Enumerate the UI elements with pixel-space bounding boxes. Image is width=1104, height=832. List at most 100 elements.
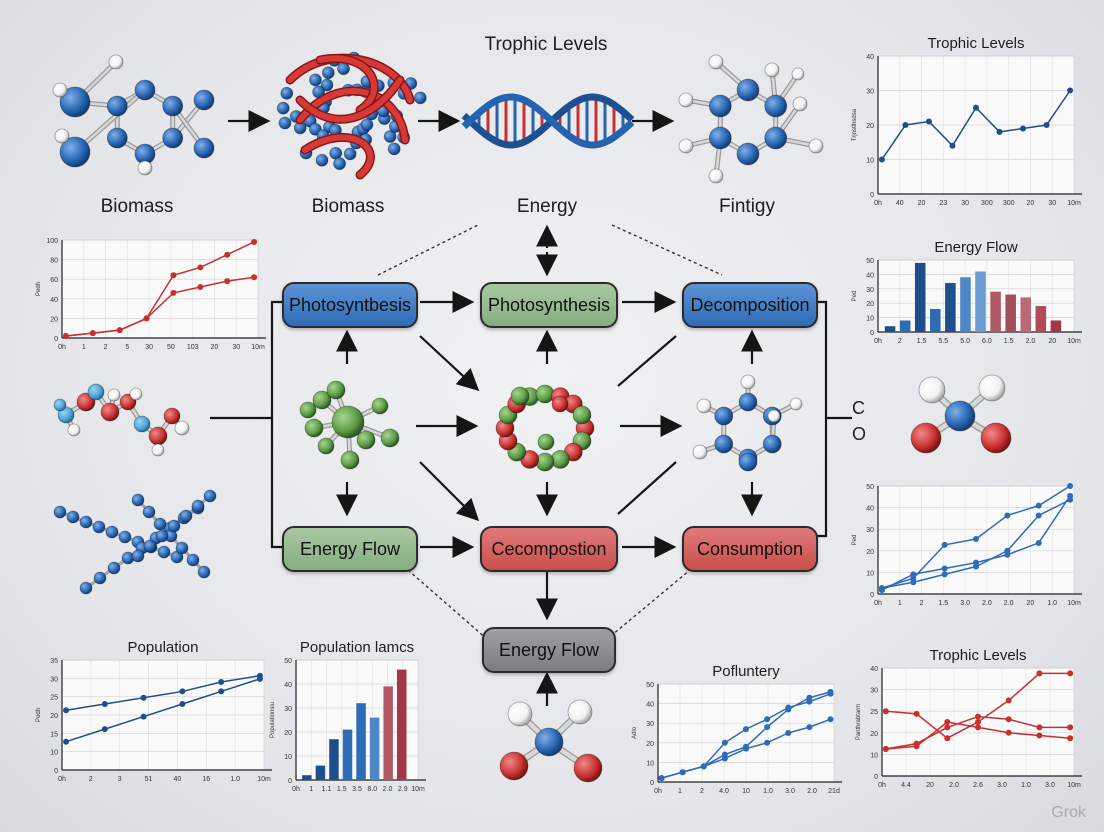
data-point [143,315,150,322]
bracket-left [270,300,284,549]
x-tick-label: 103 [187,344,199,351]
data-point [658,775,665,782]
bar [945,283,956,332]
x-tick-label: 20 [918,200,926,207]
chart-title: Energy Flow [934,239,1018,256]
y-tick-label: 30 [284,706,292,713]
data-point [1067,496,1074,503]
dotted-link-4 [605,569,691,641]
y-tick-label: 40 [866,54,874,61]
y-tick-label: 20 [866,123,874,130]
y-tick-label: 10 [870,752,878,759]
x-tick-label: 0h [292,786,300,793]
bar [302,775,312,780]
data-point [1004,547,1011,554]
x-tick-label: 21d [828,788,840,795]
x-tick-label: 5.5 [938,338,948,345]
x-tick-label: 0h [874,600,882,607]
bar [383,686,393,780]
series-line [65,674,261,712]
x-tick-label: 6.0 [982,338,992,345]
x-tick-label: 1.0 [1021,782,1031,789]
data-point [1067,670,1074,677]
data-point [116,327,123,334]
data-point [882,708,889,715]
node-energy-flow-gray[interactable]: Energy Flow [482,627,616,673]
x-tick-label: 3.0 [1045,782,1055,789]
chart-title: Population lamcs [300,639,414,656]
bar [1050,320,1062,332]
y-tick-label: 50 [646,682,654,689]
molecule-hexagon-right [692,374,803,472]
data-point [170,289,177,296]
y-tick-label: 20 [50,316,58,323]
x-tick-label: 1.5 [917,338,927,345]
dna-helix-icon [461,93,635,149]
y-tick-label: 60 [50,277,58,284]
y-tick-label: 40 [866,506,874,513]
data-point [764,724,771,731]
y-tick-label: 0 [54,768,58,775]
node-cecompostion[interactable]: Cecompostion [480,526,618,572]
data-point [925,118,932,125]
x-tick-label: 1 [898,600,902,607]
y-tick-label: 10 [646,760,654,767]
data-point [944,735,951,742]
node-photosynthesis-blue[interactable]: Photosyntbesis [282,282,418,328]
x-tick-label: 20 [926,782,934,789]
line-diag-2 [617,335,677,387]
data-point [785,730,792,736]
x-tick-label: 2.0 [1004,600,1014,607]
y-tick-label: 20 [866,549,874,556]
bar [884,326,896,332]
node-energy-flow-green[interactable]: Energy Flow [282,526,418,572]
x-tick-label: 2.9 [398,786,408,793]
x-tick-label: 2 [104,344,108,351]
x-tick-label: 4.0 [719,788,729,795]
y-tick-label: 20 [646,741,654,748]
y-tick-label: 40 [646,702,654,709]
watermark: Grok [1051,804,1086,821]
x-tick-label: 2.0 [949,782,959,789]
bar [315,765,326,780]
data-point [902,122,909,128]
data-point [63,738,70,745]
label-fintigy: Fintigy [719,196,775,217]
label-o: O [852,424,867,444]
data-point [63,707,70,714]
x-tick-label: 1.1 [322,786,332,793]
data-point [721,739,728,746]
node-consumption[interactable]: Consumption [682,526,818,572]
node-photosynthesis-green[interactable]: Photosynthesis [480,282,618,328]
y-axis-label: Panthrabtarm [856,704,862,740]
data-point [256,675,263,682]
data-point [140,694,147,701]
data-point [101,726,108,733]
y-tick-label: 40 [870,666,878,673]
y-tick-label: 30 [866,527,874,534]
data-point [1005,729,1012,736]
molecule-protein-blob [276,51,427,180]
molecule-polymer-left [53,489,217,595]
molecule-bottom-center [499,699,603,783]
y-tick-label: 10 [866,570,874,577]
label-biomass-1: Biomass [100,196,174,217]
y-tick-label: 0 [874,774,878,781]
bar [1020,297,1032,332]
data-point [975,719,981,725]
x-tick-label: 1.0 [763,788,773,795]
x-tick-label: 1 [309,786,313,793]
data-point [944,719,951,725]
x-tick-label: 3 [118,776,122,783]
molecule-red-green-ring [495,384,595,472]
y-axis-label: Pedh [36,708,42,722]
node-decomposition[interactable]: Decomposition [682,282,818,328]
x-tick-label: 1 [82,344,86,351]
data-point [721,755,728,762]
